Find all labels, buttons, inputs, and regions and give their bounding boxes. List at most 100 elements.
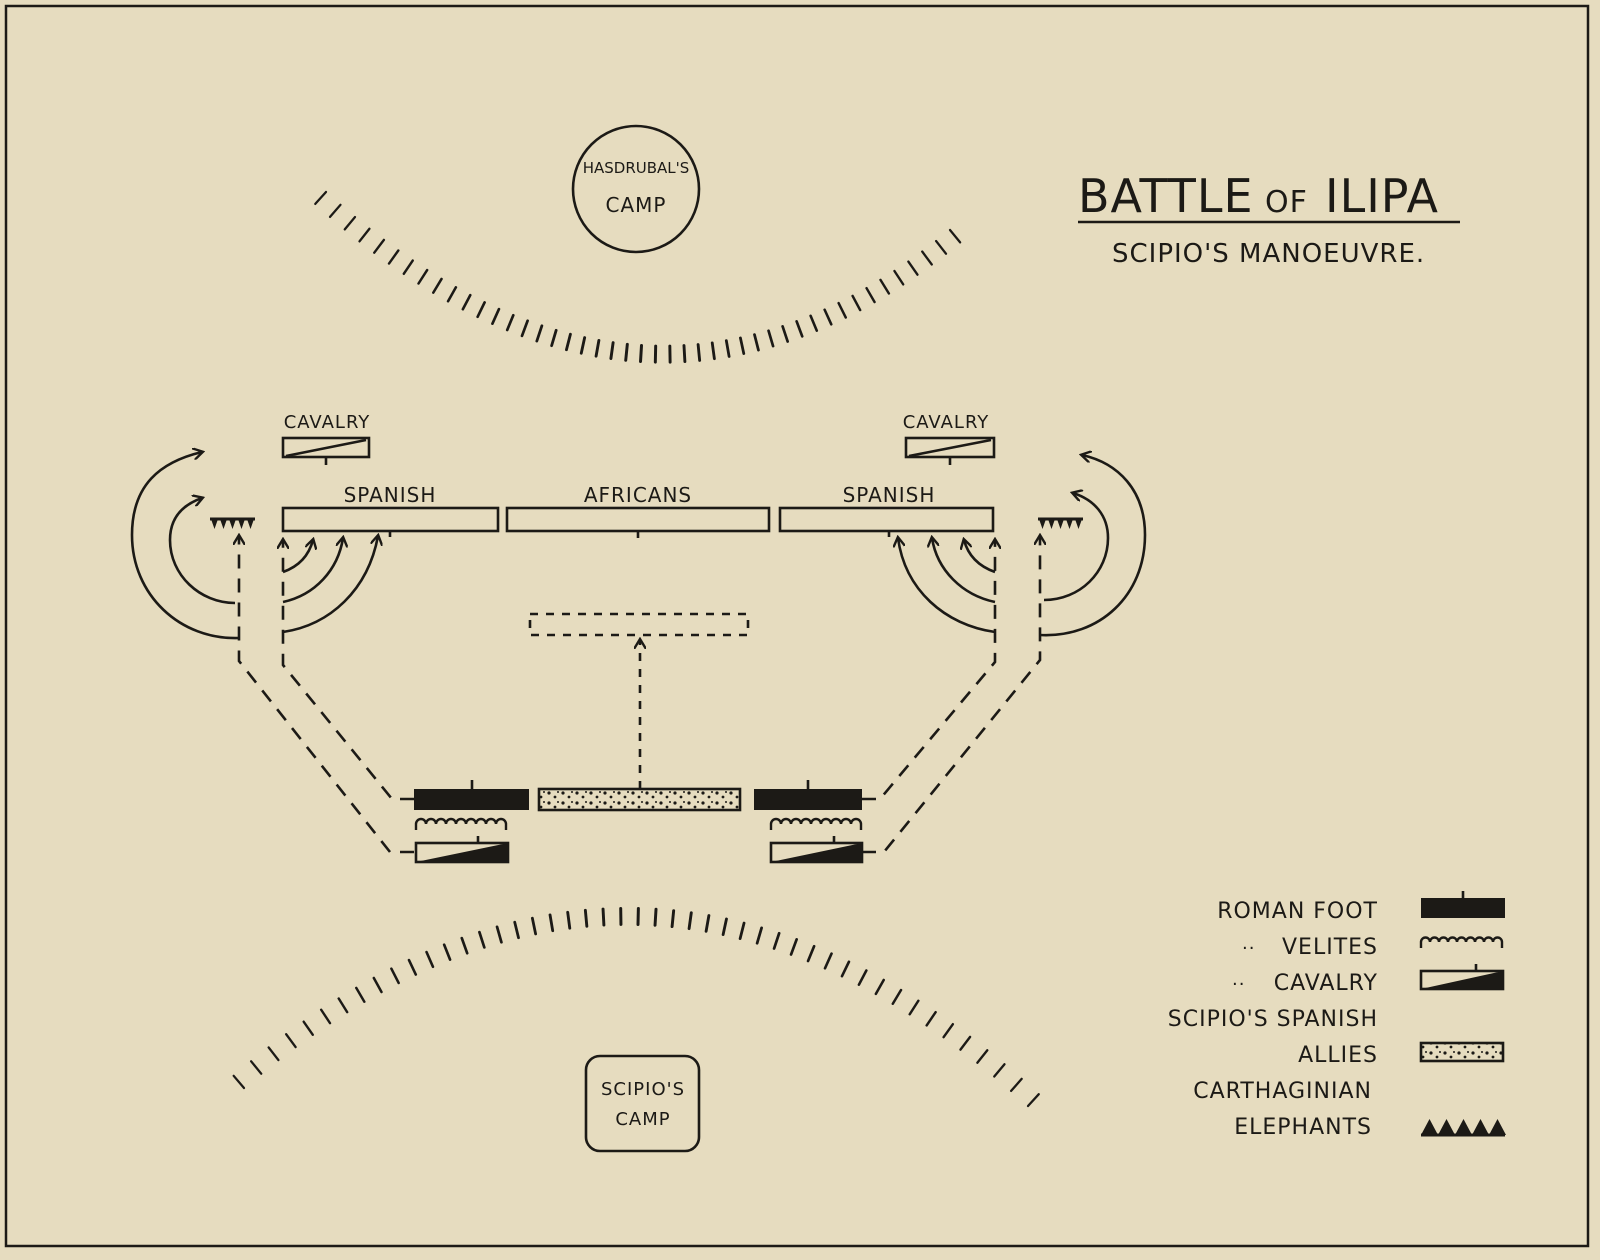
hachure-tick-south xyxy=(460,936,469,955)
title-ilipa: ILIPA xyxy=(1325,169,1439,223)
hachure-tick-north xyxy=(402,259,414,276)
hachure-tick-south xyxy=(840,960,851,978)
legend-velites-label: VELITES xyxy=(1282,935,1378,960)
elephant-left-mark xyxy=(229,519,236,529)
elephant-left-mark xyxy=(220,519,227,529)
hachure-tick-south xyxy=(823,952,833,970)
hasdrubal-camp-circle xyxy=(571,124,701,254)
legend-elephant-mark xyxy=(1455,1119,1472,1135)
hachure-tick-north xyxy=(565,332,572,352)
hachure-tick-north xyxy=(550,328,558,348)
legend-roman-foot-label: ROMAN FOOT xyxy=(1217,899,1378,924)
hachure-tick-south xyxy=(925,1010,937,1027)
hachure-tick-south xyxy=(976,1049,989,1064)
hachure-tick-north xyxy=(343,215,357,231)
hachure-tick-north xyxy=(781,325,789,343)
cavalry-right-label: CAVALRY xyxy=(903,412,990,433)
left-arc-foot-outer xyxy=(282,536,378,634)
hachure-tick-north xyxy=(624,342,629,362)
hachure-tick-south xyxy=(908,999,920,1016)
hachure-tick-south xyxy=(425,950,435,969)
roman-cavalry-left-fill xyxy=(416,843,508,862)
legend-roman-foot-symbol xyxy=(1421,898,1505,918)
right-arc-foot-inner xyxy=(964,540,996,574)
hachure-tick-south xyxy=(755,926,763,945)
hachure-tick-south xyxy=(687,911,693,931)
map-subtitle: SCIPIO'S MANOEUVRE. xyxy=(1112,239,1425,269)
hachure-tick-south xyxy=(249,1060,263,1075)
right-arc-foot-middle xyxy=(932,538,996,604)
elephants-right xyxy=(1038,517,1083,529)
right-arc-cavalry-inner xyxy=(1043,493,1110,602)
elephant-left-mark xyxy=(211,519,218,529)
hachure-tick-north xyxy=(328,203,342,219)
hachure-tick-north xyxy=(851,294,862,312)
hachure-tick-north xyxy=(724,339,731,358)
hachure-tick-south xyxy=(267,1046,280,1062)
hachure-tick-south xyxy=(789,938,798,956)
hachure-tick-north xyxy=(948,228,962,244)
spanish-right-label: SPANISH xyxy=(843,483,936,507)
legend-elephants-label-2: ELEPHANTS xyxy=(1234,1115,1372,1140)
hachure-tick-south xyxy=(857,969,868,986)
velites-left xyxy=(414,817,508,830)
hachure-tick-south xyxy=(478,930,486,949)
hachure-tick-south xyxy=(891,988,903,1005)
legend-allies-symbol xyxy=(1419,1041,1505,1063)
hachure-tick-north xyxy=(865,286,876,304)
hachure-tick-south xyxy=(319,1008,332,1025)
right-foot-march-path xyxy=(862,540,995,801)
hachure-tick-south xyxy=(302,1020,314,1036)
hachure-tick-north xyxy=(476,301,486,319)
roman-foot-right xyxy=(754,789,862,810)
left-arc-foot-inner xyxy=(282,540,313,574)
hachure-tick-north xyxy=(387,249,400,265)
spanish-right-block xyxy=(778,506,995,533)
hachure-tick-south xyxy=(495,925,503,944)
elephants-left xyxy=(210,517,255,529)
velites-right xyxy=(769,817,863,830)
hachure-tick-south xyxy=(566,910,572,930)
hachure-tick-north xyxy=(837,301,847,319)
map-title: BATTLE OF ILIPA SCIPIO'S MANOEUVRE. xyxy=(1078,169,1460,269)
hachure-tick-south xyxy=(874,978,885,996)
hachure-tick-north xyxy=(535,324,544,343)
hachure-tick-north xyxy=(795,320,804,338)
hachure-tick-south xyxy=(372,976,383,994)
velites-left-loops xyxy=(414,817,508,830)
legend-elephants-symbol xyxy=(1421,1119,1506,1137)
hachure-tick-north xyxy=(432,277,443,294)
legend-cavalry-fill xyxy=(1421,971,1503,989)
hachure-tick-south xyxy=(442,943,452,961)
hachure-tick-north xyxy=(417,268,429,285)
hachure-tick-north xyxy=(446,286,458,303)
hachure-tick-north xyxy=(823,308,833,326)
left-arc-cavalry-outer xyxy=(130,452,240,640)
elephant-right-mark xyxy=(1048,519,1055,529)
hachure-tick-south xyxy=(704,914,711,933)
hachure-tick-south xyxy=(284,1033,297,1049)
title-battle: BATTLE xyxy=(1078,169,1254,223)
hachure-tick-north xyxy=(879,278,891,295)
hachure-tick-north xyxy=(594,338,601,358)
hachure-tick-south xyxy=(232,1074,246,1090)
map-frame xyxy=(4,4,1590,1248)
hachure-tick-south xyxy=(583,908,589,928)
hasdrubal-camp: HASDRUBAL'S CAMP xyxy=(571,124,701,254)
legend-cavalry-ditto: ·· xyxy=(1232,974,1245,995)
cavalry-left-diagonal xyxy=(285,438,367,458)
elephant-left-mark xyxy=(247,519,254,529)
elephant-right-mark xyxy=(1057,519,1064,529)
hachure-tick-south xyxy=(355,986,366,1003)
hachure-tick-south xyxy=(772,931,781,950)
allies-advance-position xyxy=(528,612,750,637)
hachure-tick-north xyxy=(461,293,472,311)
right-arc-cavalry-outer xyxy=(1039,455,1147,637)
hachure-tick-south xyxy=(601,907,606,927)
legend-elephant-mark xyxy=(1472,1119,1489,1135)
scipio-camp: SCIPIO'S CAMP xyxy=(584,1054,701,1153)
hachure-tick-south xyxy=(390,967,400,985)
hachure-tick-south xyxy=(1026,1093,1040,1108)
